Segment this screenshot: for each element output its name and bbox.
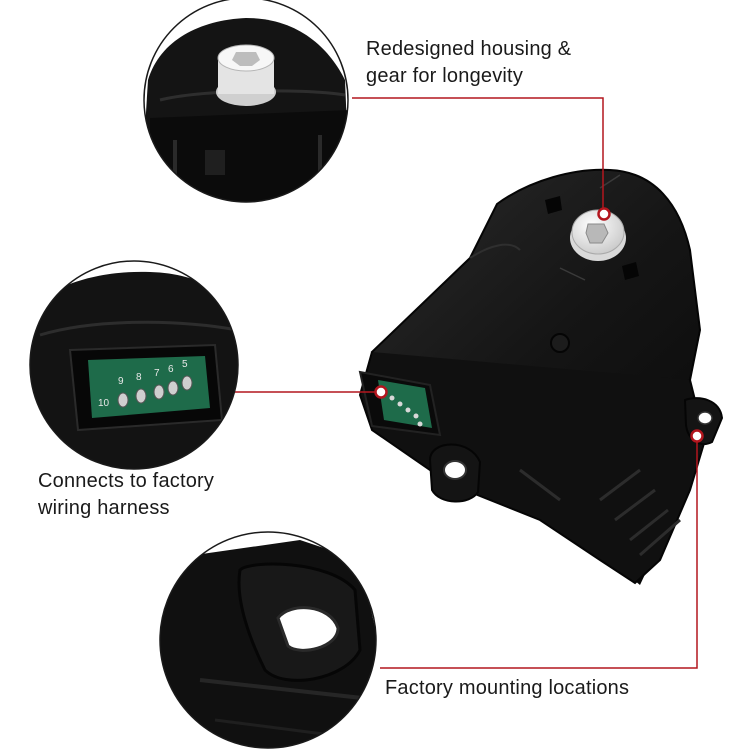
pin-label: 10: [98, 398, 110, 409]
callout-line-housing: [352, 97, 604, 212]
callout-lines: [235, 97, 698, 669]
callout-dot-housing: [597, 207, 611, 221]
callout-dot-mounting: [690, 429, 704, 443]
zoom-circle-connector: 10 9 8 7 6 5: [29, 260, 239, 470]
caption-mounting: Factory mounting locations: [385, 675, 629, 702]
caption-housing-line-2: gear for longevity: [366, 65, 524, 87]
zoom-circle-mounting: [159, 531, 377, 749]
connector-pins: [117, 375, 193, 408]
gear-hub: [570, 209, 626, 261]
mounting-tab-front: [428, 443, 482, 503]
callout-dot-wiring: [374, 385, 388, 399]
pin-label: 5: [182, 359, 188, 370]
callout-dots: [374, 207, 704, 443]
zoom-circle-housing: [143, 0, 349, 203]
caption-wiring-line-1: Connects to factory: [38, 470, 215, 492]
pin-label: 9: [118, 376, 124, 387]
caption-mounting-line-1: Factory mounting locations: [385, 677, 630, 699]
callout-line-mounting: [380, 438, 698, 669]
pin-label: 8: [136, 372, 142, 383]
caption-wiring-line-2: wiring harness: [38, 497, 170, 519]
pin-label: 7: [154, 368, 160, 379]
actuator-body: [358, 168, 724, 585]
pin-label: 6: [168, 364, 174, 375]
caption-wiring: Connects to factory wiring harness: [38, 468, 214, 522]
caption-housing-line-1: Redesigned housing &: [366, 38, 572, 60]
caption-housing: Redesigned housing & gear for longevity: [366, 36, 571, 90]
